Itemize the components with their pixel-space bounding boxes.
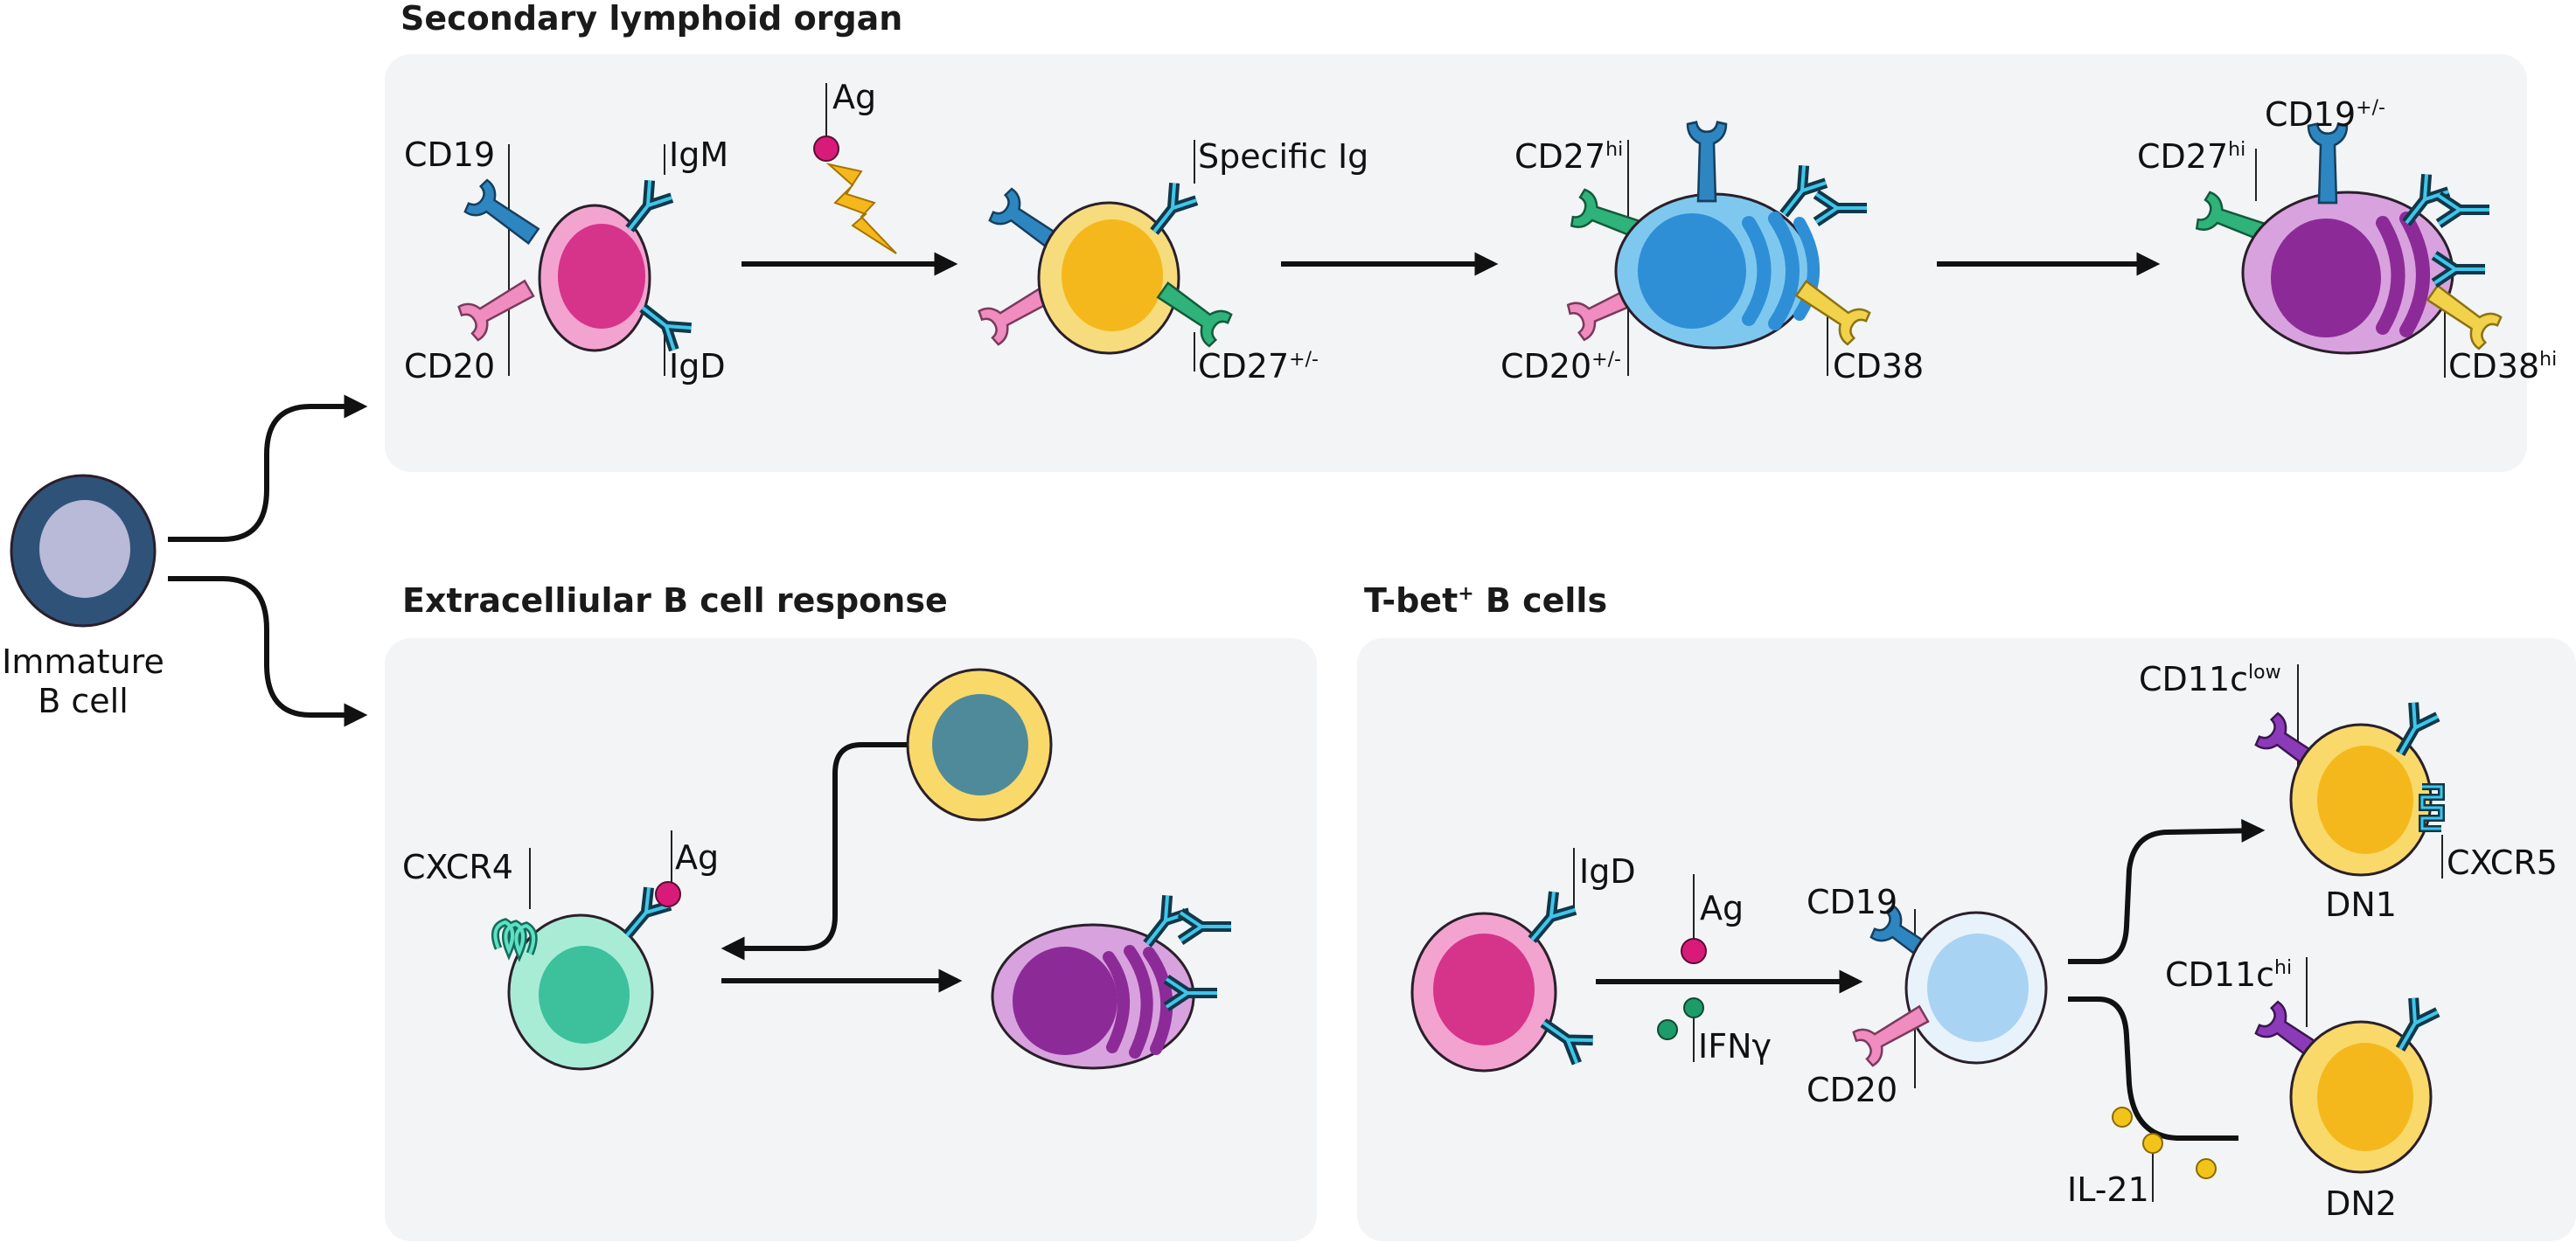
label-cd11c-dn1: CD11clow (2139, 660, 2281, 698)
label-il21: IL-21 (2067, 1170, 2149, 1209)
extrafollicular-plasma-cell (991, 895, 1231, 1070)
antigen-stimulus (813, 83, 897, 254)
activated-b-cell (976, 140, 1235, 372)
panel-extrafollicular-response (385, 638, 1317, 1241)
title-tbet-rest: B cells (1474, 581, 1607, 620)
panel-title-tbet: T-bet+ B cells (1364, 581, 1607, 620)
label-cd20: CD20 (404, 347, 495, 385)
label-cd19: CD19 (404, 135, 495, 174)
ifng-molecule-icon (1683, 997, 1704, 1018)
label-cd27-stage2: CD27+/- (1198, 347, 1319, 385)
il21-molecules (2112, 1107, 2217, 1202)
lightning-icon (825, 163, 897, 254)
plasma-cell (2194, 122, 2504, 378)
il21-molecule-icon (2112, 1107, 2133, 1128)
label-ag-top: Ag (832, 78, 876, 116)
arrow-to-secondary-lymphoid (168, 394, 368, 542)
ifng-molecule-icon (1657, 1019, 1678, 1040)
arrow-to-dn2 (2068, 996, 2238, 1141)
label-cd19-tbet: CD19 (1807, 883, 1897, 921)
label-ifng: IFNγ (1698, 1027, 1772, 1066)
antigen-icon (1681, 938, 1707, 964)
tbet-stimuli (1657, 874, 1707, 1062)
antigen-icon (655, 881, 681, 907)
naive-b-cell (456, 144, 692, 376)
dn2-cell (2252, 957, 2438, 1174)
arrow-to-extrafollicular (168, 576, 368, 727)
label-dn2: DN2 (2325, 1184, 2397, 1223)
arrow-to-dn1 (2068, 818, 2266, 964)
label-specific-ig: Specific Ig (1198, 137, 1368, 176)
dn1-cell (2252, 664, 2445, 878)
label-cd20-stage3: CD20+/- (1500, 347, 1621, 385)
panel-title-extrafollicular: Extracelliular B cell response (402, 581, 948, 620)
tbet-activated-b-cell (1850, 903, 2048, 1088)
memory-b-cell (906, 668, 1053, 822)
immature-b-cell-label-2: B cell (38, 682, 129, 720)
label-cd19-stage4: CD19+/- (2265, 95, 2385, 134)
arrow-memory-to-cxcr4-cell (721, 742, 907, 961)
cxcr4-b-cell (491, 830, 681, 1071)
title-tbet-main: T-bet (1364, 581, 1458, 620)
immature-b-cell-label-1: Immature (2, 642, 164, 681)
label-cd20-tbet: CD20 (1807, 1071, 1897, 1109)
tbet-naive-b-cell (1410, 848, 1593, 1073)
label-cxcr5: CXCR5 (2447, 844, 2558, 882)
il21-molecule-icon (2196, 1158, 2217, 1179)
label-igd-tbet: IgD (1579, 852, 1636, 891)
immature-b-cell (10, 474, 157, 628)
label-cd27-stage3: CD27hi (1514, 137, 1623, 176)
label-ag-extrafollicular: Ag (675, 838, 719, 877)
plasmablast-cell (1565, 121, 1873, 376)
label-igm: IgM (669, 135, 728, 174)
label-igd: IgD (669, 347, 726, 385)
title-tbet-sup: + (1458, 583, 1473, 605)
label-ag-tbet: Ag (1700, 889, 1744, 927)
antigen-icon (813, 135, 839, 162)
panel-title-secondary-lymphoid-organ: Secondary lymphoid organ (400, 0, 902, 38)
label-cxcr4: CXCR4 (402, 848, 513, 886)
label-cd27-stage4: CD27hi (2137, 137, 2245, 176)
label-cd38-stage3: CD38 (1833, 347, 1924, 385)
label-cd38-stage4: CD38hi (2448, 347, 2557, 385)
label-dn1: DN1 (2325, 885, 2397, 924)
label-cd11c-dn2: CD11chi (2165, 955, 2292, 994)
il21-molecule-icon (2142, 1133, 2163, 1154)
